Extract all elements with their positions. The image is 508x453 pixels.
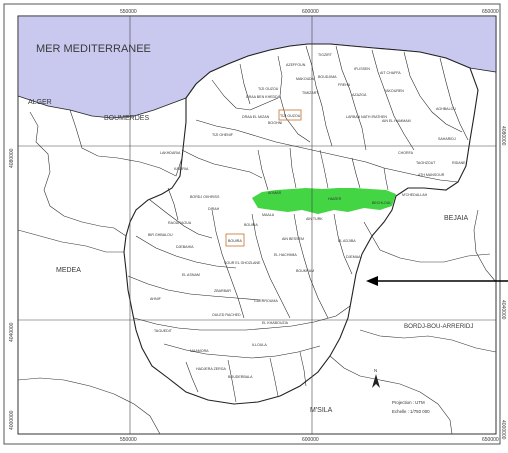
commune-label: BOUDERBALA	[228, 375, 253, 379]
commune-label: EL ADJIBA	[338, 239, 356, 243]
commune-label: EL KHABOUZIA	[262, 321, 289, 325]
scale-label: Echelle : 1/750 000	[392, 409, 430, 414]
commune-label: SAHARIDJ	[438, 137, 456, 141]
north-letter: N	[374, 368, 377, 373]
study-area-outline	[123, 43, 479, 405]
bottom-tick-1: 550000	[120, 437, 137, 443]
bottom-tick-3: 650000	[482, 437, 499, 443]
commune-label: MAKOUDA	[296, 77, 315, 81]
left-tick-2: 4040000	[9, 322, 15, 342]
region-medea: MEDEA	[56, 267, 81, 274]
commune-label: AZAZGA	[352, 93, 367, 97]
sea-label: MER MEDITERRANEE	[36, 43, 151, 55]
top-tick-3: 650000	[482, 9, 499, 15]
commune-label: DJEBAHIA	[176, 245, 194, 249]
left-tick-3: 4000000	[9, 410, 15, 430]
commune-label: BOGHNI	[268, 121, 282, 125]
commune-label: DIRAH	[208, 207, 220, 211]
region-bordj: BORDJ-BOU-ARRERIDJ	[404, 323, 473, 330]
commune-label: DRAA EL MIZAN	[242, 115, 270, 119]
region-bejaia: BEJAIA	[444, 215, 468, 222]
commune-label: AZEFFOUN	[286, 63, 306, 67]
commune-label: TIZI OUZOU	[258, 87, 279, 91]
commune-label: HADJERA ZERGA	[196, 367, 227, 371]
region-alger: ALGER	[28, 99, 52, 106]
region-boumerdes: BOUMERDES	[104, 115, 149, 122]
commune-boundaries	[127, 45, 469, 403]
top-tick-2: 600000	[302, 9, 319, 15]
commune-label: BIR GHBALOU	[148, 233, 173, 237]
commune-label: DJEMAA	[346, 255, 361, 259]
commune-label: ZBARBAR	[214, 289, 231, 293]
north-arrow-icon: N	[372, 368, 380, 388]
tizi-box-label: TIZI OUZOU	[280, 114, 301, 118]
commune-label: TIGZIRT	[318, 53, 333, 57]
commune-label: AIN EL HAMMAM	[382, 119, 411, 123]
right-tick-2: 4040000	[500, 300, 506, 320]
commune-label: SOUR EL GHOZLANE	[224, 261, 261, 265]
tizi-box	[278, 109, 302, 121]
boxed-labels: TIZI OUZOU BOUIRA	[225, 109, 302, 247]
commune-label: BOUDJIMA	[318, 75, 337, 79]
commune-label: OULED RACHED	[212, 313, 241, 317]
commune-label: YAKOUREN	[384, 89, 404, 93]
commune-label: BOUKRAM	[296, 269, 314, 273]
left-tick-1: 4080000	[9, 148, 15, 168]
commune-label: AIN BESSEM	[282, 237, 304, 241]
commune-label: EL HACHIMIA	[274, 253, 297, 257]
grid-labels: 550000 600000 650000 550000 600000 65000…	[9, 9, 506, 443]
commune-label: BECHLOUL	[372, 201, 391, 205]
commune-label: ATH MANSOUR	[418, 173, 445, 177]
commune-label: CHORFA	[398, 151, 414, 155]
commune-label: TAGUEDIT	[154, 329, 173, 333]
commune-label: MAALA	[262, 213, 275, 217]
commune-label: TAGHZOUT	[416, 161, 436, 165]
coordinate-grid	[18, 16, 496, 434]
commune-label: BOUIRA	[244, 223, 258, 227]
commune-label: AOMAR	[268, 191, 282, 195]
commune-label: HAIZER	[328, 197, 342, 201]
commune-label: GUERROUMA	[254, 299, 278, 303]
commune-label: TIZI GHENIF	[212, 133, 234, 137]
commune-label: AIN TURK	[306, 217, 323, 221]
right-tick-1: 4080000	[500, 126, 506, 146]
commune-label: KADIRIA	[174, 167, 189, 171]
bottom-tick-2: 600000	[302, 437, 319, 443]
commune-label: EL ASNAM	[182, 273, 200, 277]
commune-label: M'CHEDALLAH	[402, 193, 428, 197]
commune-label: FREHA	[338, 83, 351, 87]
commune-label: MAAMORA	[190, 349, 209, 353]
pointer-arrow	[366, 276, 508, 286]
bouira-box-label: BOUIRA	[228, 239, 242, 243]
commune-label: RAOURAOUA	[168, 221, 192, 225]
commune-label: LARBAA NATH IRATHEN	[346, 115, 387, 119]
green-zone	[252, 188, 396, 214]
region-labels: MER MEDITERRANEE ALGER BOUMERDES MEDEA B…	[28, 43, 473, 414]
commune-label: DRAA BEN KHEDDA	[246, 95, 281, 99]
commune-label: LAKHDARIA	[160, 151, 181, 155]
bouira-box	[225, 233, 245, 247]
projection-label: Projection : UTM	[392, 400, 425, 405]
commune-label: TIMIZART	[302, 91, 319, 95]
commune-label: RIDANE	[452, 161, 466, 165]
commune-label: AHNIF	[150, 297, 162, 301]
map-legend: N Projection : UTM Echelle : 1/750 000	[372, 368, 430, 414]
region-msila: M'SILA	[310, 407, 333, 414]
commune-label: AGHBALOU	[436, 107, 456, 111]
commune-label: BORDJ OKHRISS	[190, 195, 220, 199]
province-boundaries	[17, 109, 497, 435]
commune-label: ILLOULA	[252, 343, 267, 347]
commune-label: IFLISSEN	[354, 67, 370, 71]
top-tick-1: 550000	[120, 9, 137, 15]
right-tick-3: 4000000	[500, 420, 506, 440]
commune-label: AIT CHAFFA	[380, 71, 401, 75]
